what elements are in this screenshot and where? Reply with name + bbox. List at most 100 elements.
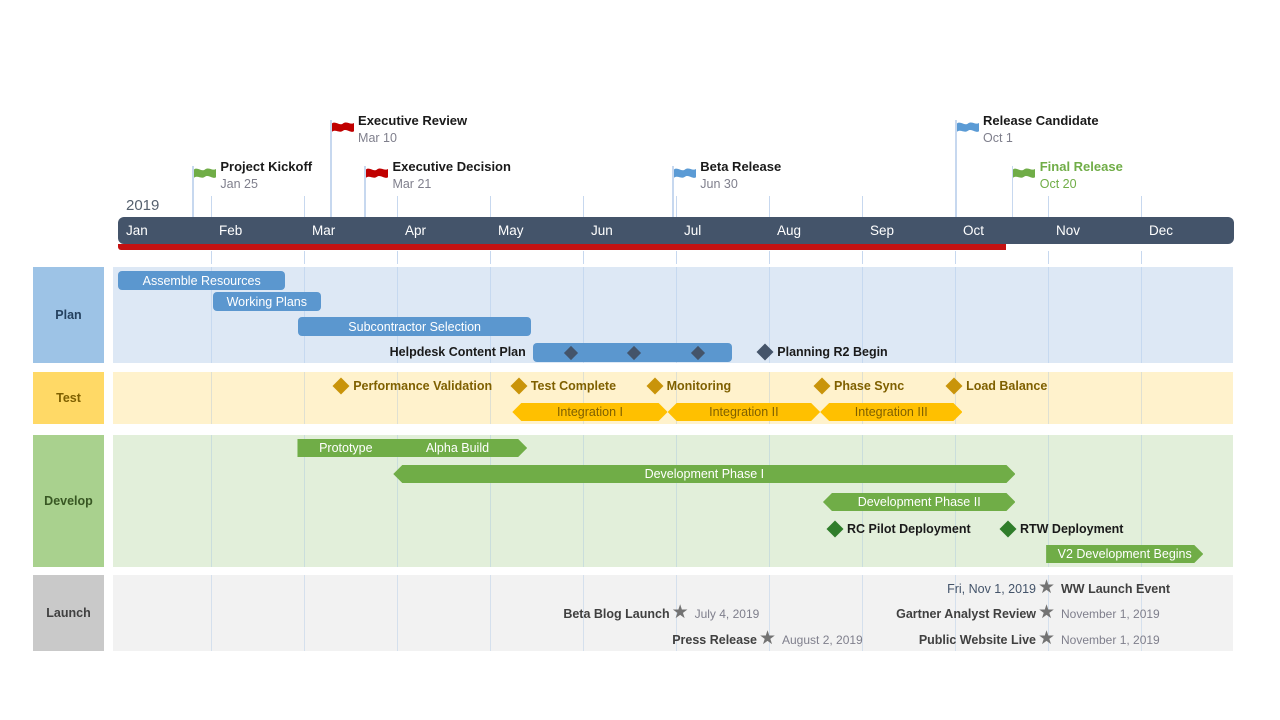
milestone-label-planning-r2-begin: Planning R2 Begin: [777, 345, 888, 359]
flag-title-final-release: Final Release: [1039, 159, 1123, 174]
task-arrow-integration-i[interactable]: Integration I: [512, 403, 667, 421]
month-tick-top: [583, 196, 584, 217]
lane-gridline: [490, 267, 491, 363]
lane-label-test[interactable]: Test: [33, 372, 104, 424]
lane-label-plan[interactable]: Plan: [33, 267, 104, 363]
task-arrow-development-phase-ii[interactable]: Development Phase II: [823, 493, 1016, 511]
lane-gridline: [769, 267, 770, 363]
star-left-text: Press Release: [672, 633, 757, 647]
star-icon-gartner-analyst-review[interactable]: ★: [1038, 602, 1056, 623]
star-left-text: Beta Blog Launch: [563, 607, 670, 621]
month-label-sep: Sep: [870, 223, 895, 238]
lane-gridline: [1141, 372, 1142, 424]
month-tick-top: [769, 196, 770, 217]
star-icon-beta-blog-launch[interactable]: ★: [671, 602, 689, 623]
lane-gridline: [304, 435, 305, 567]
flag-icon-beta-release[interactable]: [673, 167, 696, 182]
lane-gridline: [397, 575, 398, 651]
star-icon-press-release[interactable]: ★: [759, 628, 777, 649]
task-bar-assemble-resources[interactable]: Assemble Resources: [118, 271, 286, 290]
flag-title-beta-release: Beta Release: [700, 159, 782, 174]
flag-icon-executive-review[interactable]: [331, 121, 354, 136]
star-left-text: Public Website Live: [918, 633, 1036, 647]
flag-icon-project-kickoff[interactable]: [193, 167, 216, 182]
lane-gridline: [490, 435, 491, 567]
task-left-label-helpdesk-content-plan: Helpdesk Content Plan: [389, 345, 526, 359]
month-tick-bottom: [490, 251, 491, 264]
star-right-text: November 1, 2019: [1061, 633, 1160, 647]
flag-date-executive-review: Mar 10: [358, 131, 397, 145]
lane-gridline: [676, 575, 677, 651]
lane-gridline: [676, 435, 677, 567]
flag-pole-release-candidate: [955, 120, 957, 217]
month-label-jun: Jun: [591, 223, 613, 238]
lane-label-launch[interactable]: Launch: [33, 575, 104, 651]
flag-date-final-release: Oct 20: [1039, 177, 1077, 191]
timeline-band: [118, 217, 1234, 244]
flag-title-project-kickoff: Project Kickoff: [220, 159, 313, 174]
lane-gridline: [304, 575, 305, 651]
lane-label-develop[interactable]: Develop: [33, 435, 104, 567]
flag-title-executive-decision: Executive Decision: [392, 159, 511, 174]
lane-gridline: [676, 267, 677, 363]
task-arrow-development-phase-i[interactable]: Development Phase I: [393, 465, 1015, 483]
star-right-text: WW Launch Event: [1061, 582, 1171, 596]
month-label-oct: Oct: [963, 223, 985, 238]
task-arrow-v2-development-begins[interactable]: V2 Development Begins: [1046, 545, 1203, 563]
month-tick-bottom: [211, 251, 212, 264]
lane-gridline: [583, 267, 584, 363]
flag-pole-executive-decision: [364, 166, 366, 217]
flag-title-release-candidate: Release Candidate: [983, 113, 1099, 128]
month-tick-top: [1141, 196, 1142, 217]
lane-gridline: [397, 372, 398, 424]
lane-bg-launch: [113, 575, 1233, 651]
lane-gridline: [769, 372, 770, 424]
task-arrow-integration-ii[interactable]: Integration II: [668, 403, 821, 421]
lane-gridline: [583, 435, 584, 567]
lane-gridline: [583, 372, 584, 424]
lane-gridline: [583, 575, 584, 651]
task-arrow-integration-iii[interactable]: Integration III: [820, 403, 962, 421]
lane-gridline: [1141, 267, 1142, 363]
lane-gridline: [1048, 267, 1049, 363]
month-label-aug: Aug: [777, 223, 802, 238]
month-tick-top: [490, 196, 491, 217]
month-tick-bottom: [955, 251, 956, 264]
star-right-text: July 4, 2019: [694, 607, 760, 621]
lane-gridline: [490, 575, 491, 651]
star-right-text: August 2, 2019: [782, 633, 863, 647]
month-label-may: May: [498, 223, 524, 238]
star-left-text: Gartner Analyst Review: [896, 607, 1036, 621]
month-tick-top: [676, 196, 677, 217]
month-tick-bottom: [397, 251, 398, 264]
lane-gridline: [862, 575, 863, 651]
flag-title-executive-review: Executive Review: [358, 113, 468, 128]
lane-gridline: [211, 435, 212, 567]
star-icon-public-website-live[interactable]: ★: [1038, 628, 1056, 649]
star-icon-ww-launch-event[interactable]: ★: [1038, 577, 1056, 598]
month-label-apr: Apr: [405, 223, 427, 238]
arrow-segment-label: Prototype: [319, 441, 373, 455]
lane-gridline: [862, 372, 863, 424]
flag-icon-release-candidate[interactable]: [956, 121, 979, 136]
lane-gridline: [304, 372, 305, 424]
task-bar-subcontractor-selection[interactable]: Subcontractor Selection: [298, 317, 531, 336]
flag-pole-executive-review: [330, 120, 332, 217]
lane-gridline: [955, 372, 956, 424]
milestone-label-performance-validation: Performance Validation: [353, 379, 493, 393]
lane-gridline: [1048, 372, 1049, 424]
flag-date-beta-release: Jun 30: [700, 177, 738, 191]
flag-icon-executive-decision[interactable]: [365, 167, 388, 182]
flag-pole-project-kickoff: [192, 166, 194, 217]
month-tick-bottom: [583, 251, 584, 264]
milestone-label-rc-pilot-deployment: RC Pilot Deployment: [847, 522, 971, 536]
lane-gridline: [1048, 435, 1049, 567]
lane-gridline: [955, 575, 956, 651]
flag-icon-final-release[interactable]: [1013, 167, 1036, 182]
month-tick-bottom: [1048, 251, 1049, 264]
task-bar-working-plans[interactable]: Working Plans: [212, 292, 321, 311]
month-tick-top: [304, 196, 305, 217]
lane-gridline: [211, 575, 212, 651]
